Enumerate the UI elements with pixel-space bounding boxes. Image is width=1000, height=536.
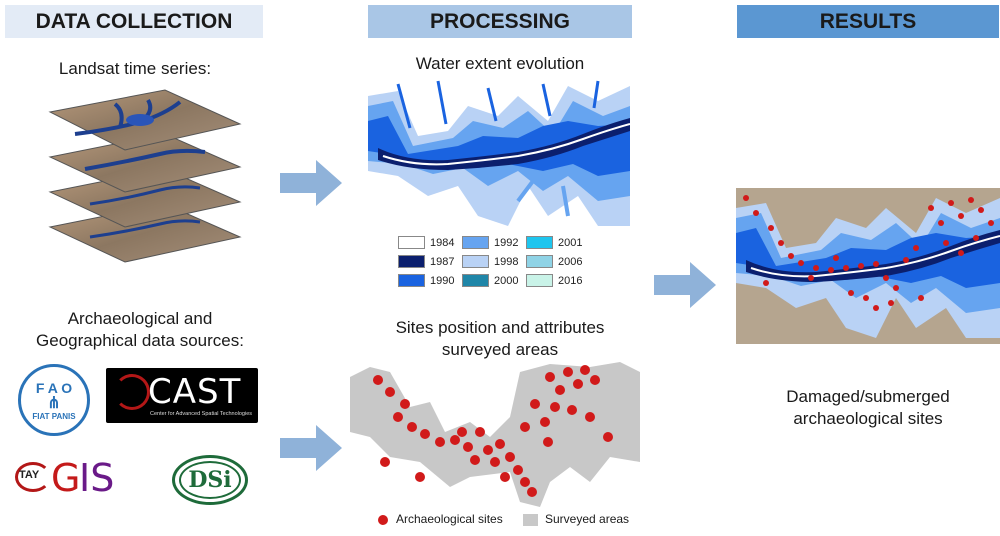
legend-label-1987: 1987	[430, 255, 455, 268]
legend-swatch-1998	[462, 255, 489, 268]
taygis-rest: IS	[79, 456, 115, 500]
taygis-ring-icon	[15, 462, 51, 492]
legend-swatch-1987	[398, 255, 425, 268]
cast-swirl-icon	[114, 374, 150, 410]
legend-swatch-2016	[526, 274, 553, 287]
landsat-layer-3	[48, 168, 242, 228]
legend-item-1984: 1984	[398, 236, 454, 249]
sources-label-line-2: Geographical data sources:	[36, 331, 244, 350]
header-data-collection: DATA COLLECTION	[5, 5, 263, 38]
sources-label-line-1: Archaeological and	[67, 309, 213, 328]
legend-swatch-1984	[398, 236, 425, 249]
legend-item-1992: 1992	[462, 236, 518, 249]
wheat-icon: ⋔	[47, 394, 61, 412]
fao-logo-top: F A O	[35, 379, 73, 396]
legend-label-1984: 1984	[430, 236, 455, 249]
landsat-layer-1	[48, 89, 242, 151]
sites-map	[350, 362, 640, 507]
taygis-g: G	[51, 456, 81, 500]
dsi-logo-name: DSi	[188, 467, 232, 493]
legend-swatch-2000	[462, 274, 489, 287]
results-map	[736, 188, 1000, 344]
sites-title-line-1: Sites position and attributes	[395, 318, 605, 337]
results-label-line-1: Damaged/submerged	[786, 387, 950, 406]
legend-label-2000: 2000	[494, 274, 519, 287]
sites-points	[373, 365, 613, 497]
legend-label-2016: 2016	[558, 274, 583, 287]
legend-swatch-1990	[398, 274, 425, 287]
legend-item-1998: 1998	[462, 255, 518, 268]
legend-sites-label: Archaeological sites	[396, 512, 503, 526]
legend-label-1998: 1998	[494, 255, 519, 268]
arrow-processing-to-results	[654, 262, 716, 308]
legend-swatch-1992	[462, 236, 489, 249]
legend-item-2016: 2016	[526, 274, 582, 287]
taygis-logo: TAY G IS	[15, 456, 125, 500]
cast-logo-subtitle: Center for Advanced Spatial Technologies	[150, 411, 253, 417]
taygis-prefix: TAY	[19, 469, 40, 481]
results-site-points	[743, 195, 994, 311]
legend-item-2000: 2000	[462, 274, 518, 287]
landsat-layer-4	[48, 203, 242, 263]
legend-label-2001: 2001	[558, 236, 583, 249]
surveyed-area-swatch	[523, 514, 538, 526]
legend-swatch-2001	[526, 236, 553, 249]
dsi-logo: DSi	[172, 455, 248, 505]
legend-item-1990: 1990	[398, 274, 454, 287]
water-extent-map	[368, 76, 630, 230]
site-marker-icon	[378, 515, 388, 525]
landsat-stack-image	[48, 89, 242, 263]
legend-item-2006: 2006	[526, 255, 582, 268]
header-results: RESULTS	[737, 5, 999, 38]
sites-title-line-2: surveyed areas	[441, 340, 559, 359]
cast-logo: CAST Center for Advanced Spatial Technol…	[106, 368, 258, 423]
legend-label-2006: 2006	[558, 255, 583, 268]
legend-item-2001: 2001	[526, 236, 582, 249]
arrow-sources-to-sites	[280, 425, 342, 471]
legend-swatch-2006	[526, 255, 553, 268]
header-processing: PROCESSING	[368, 5, 632, 38]
legend-areas-label: Surveyed areas	[545, 512, 630, 526]
landsat-label: Landsat time series:	[58, 59, 212, 78]
arrow-landsat-to-water	[280, 160, 342, 206]
landsat-layer-2	[48, 133, 242, 193]
cast-logo-name: CAST	[148, 372, 242, 412]
fao-logo: F A O ⋔ FIAT PANIS	[18, 364, 90, 436]
legend-label-1992: 1992	[494, 236, 519, 249]
results-label-line-2: archaeological sites	[793, 409, 943, 428]
legend-label-1990: 1990	[430, 274, 455, 287]
legend-item-1987: 1987	[398, 255, 454, 268]
water-extent-title: Water extent evolution	[415, 54, 585, 73]
fao-logo-bottom: FIAT PANIS	[32, 411, 76, 421]
